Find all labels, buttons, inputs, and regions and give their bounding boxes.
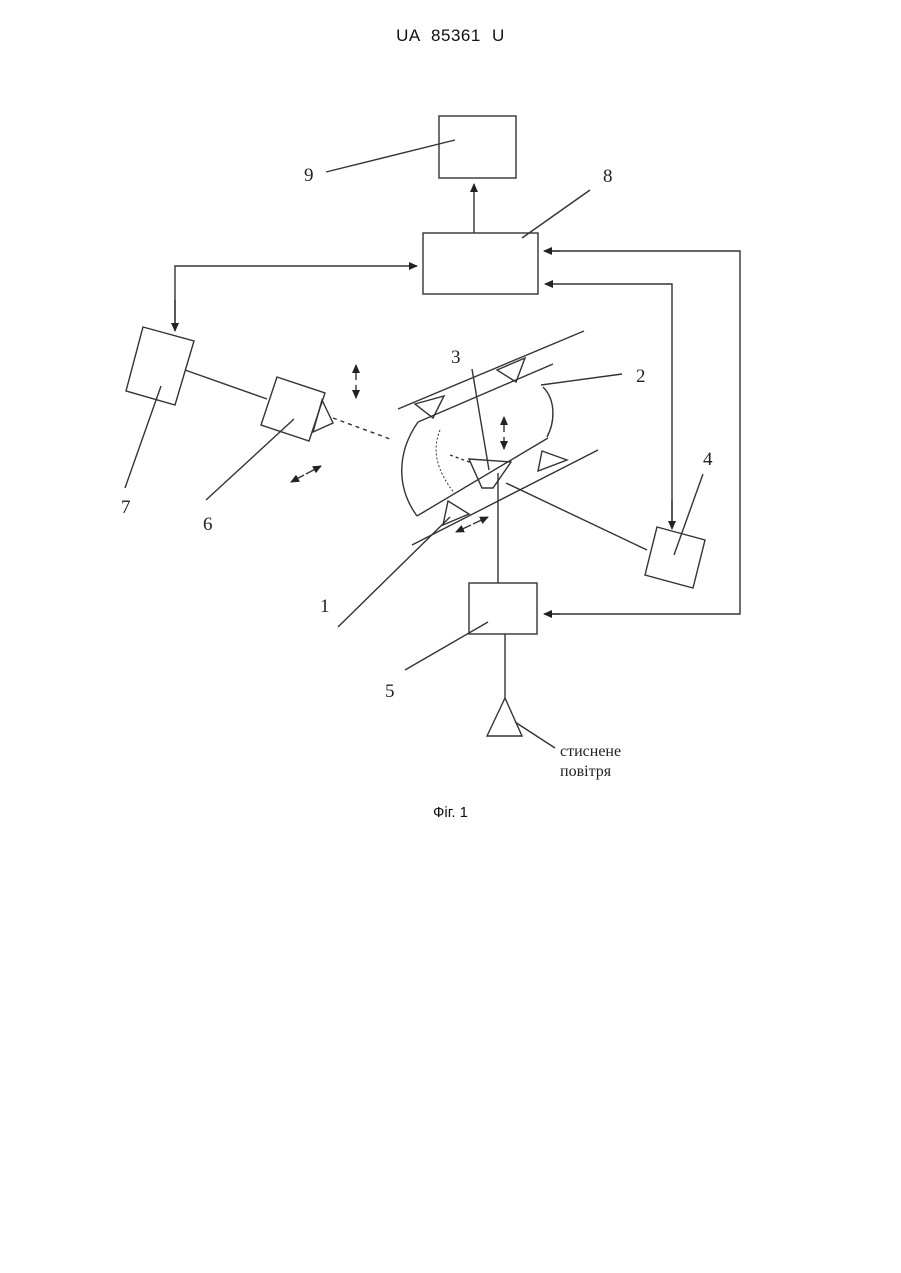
block-4: [645, 527, 705, 588]
motion-arrow-icon: [473, 517, 488, 524]
label-1: 1: [320, 596, 330, 617]
figure-caption: Фіг. 1: [0, 804, 901, 821]
air-source-icon: [487, 698, 522, 736]
pipe-rail-top: [398, 331, 584, 409]
air-label-line1: стиснене: [560, 743, 621, 760]
arrow-8-to-4: [545, 284, 672, 528]
motion-arrow-icon: [306, 466, 321, 474]
pipe-section-right: [543, 387, 553, 437]
arrow-8-to-7: [175, 266, 417, 330]
block-7: [126, 327, 194, 405]
label-2: 2: [636, 366, 646, 387]
label-3: 3: [451, 347, 461, 368]
label-4: 4: [703, 449, 713, 470]
label-6: 6: [203, 514, 213, 535]
label-9: 9: [304, 165, 314, 186]
feedback-loop: [545, 251, 740, 614]
pipe-section-left: [402, 422, 418, 516]
label-8: 8: [603, 166, 613, 187]
support-roller: [443, 501, 469, 525]
air-label-line2: повітря: [560, 763, 612, 780]
label-5: 5: [385, 681, 395, 702]
block-9-display: [439, 116, 516, 178]
block-8-controller: [423, 233, 538, 294]
emitter-6-icon: [313, 400, 333, 432]
label-7: 7: [121, 497, 131, 518]
